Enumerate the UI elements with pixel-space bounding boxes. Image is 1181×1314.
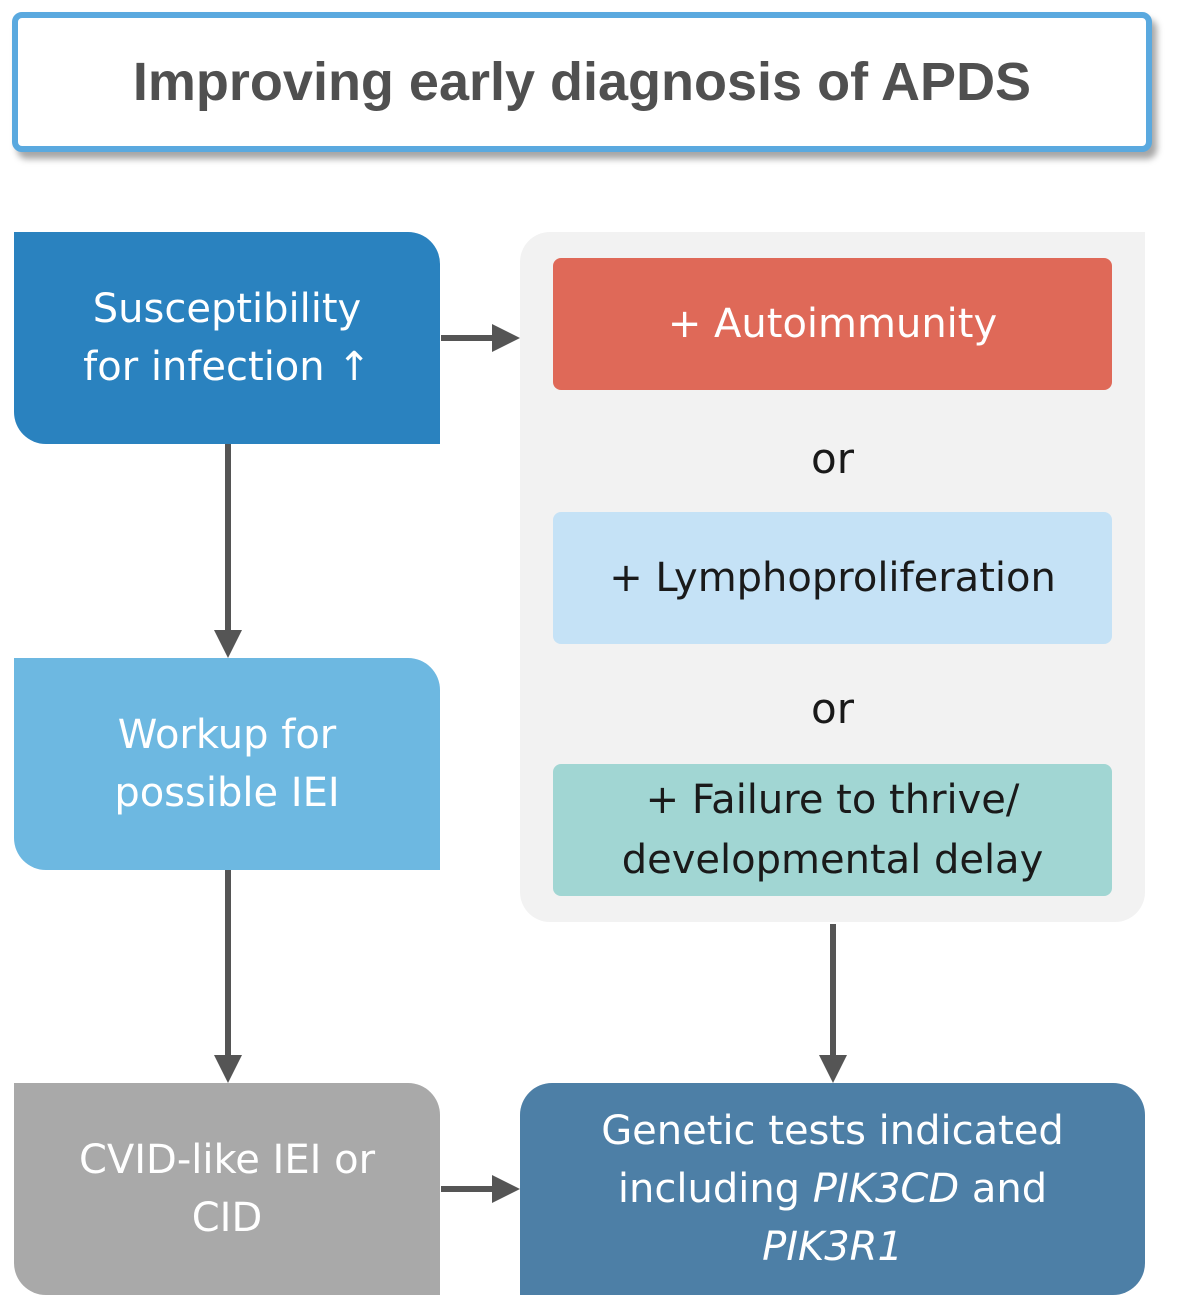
cvid-line-2: CID: [191, 1195, 263, 1241]
lymphoproliferation-box: + Lymphoproliferation: [553, 512, 1112, 644]
autoimmunity-label: + Autoimmunity: [667, 301, 998, 347]
genetic-tests-node: Genetic tests indicated including PIK3CD…: [520, 1083, 1145, 1295]
diagram-title: Improving early diagnosis of APDS: [132, 52, 1032, 112]
cvid-like-iei-node: CVID-like IEI or CID: [14, 1083, 440, 1295]
arrow-infection-to-features-head: [492, 324, 520, 352]
gene-pik3cd: PIK3CD: [812, 1166, 960, 1212]
genetic-line-2-prefix: including: [617, 1166, 813, 1212]
title-box: Improving early diagnosis of APDS: [12, 12, 1152, 152]
failure-line-1: + Failure to thrive/: [645, 777, 1020, 823]
workup-line-2: possible IEI: [114, 770, 340, 816]
arrow-cvid-to-genetic-head: [492, 1175, 520, 1203]
failure-to-thrive-box: + Failure to thrive/ developmental delay: [553, 764, 1112, 896]
infection-line-1: Susceptibility: [92, 286, 362, 332]
infection-line-2: for infection ↑: [83, 344, 371, 390]
workup-possible-iei-node: Workup for possible IEI: [14, 658, 440, 870]
or-connector-2: or: [811, 684, 854, 733]
genetic-line-2: including PIK3CD and: [618, 1160, 1047, 1218]
genetic-line-1: Genetic tests indicated: [601, 1108, 1064, 1154]
gene-pik3r1: PIK3R1: [762, 1224, 903, 1270]
susceptibility-for-infection-node: Susceptibility for infection ↑: [14, 232, 440, 444]
arrow-workup-to-cvid-head: [214, 1055, 242, 1083]
or-connector-1: or: [811, 434, 854, 483]
autoimmunity-box: + Autoimmunity: [553, 258, 1112, 390]
failure-line-2: developmental delay: [621, 837, 1044, 883]
arrow-infection-to-workup-head: [214, 630, 242, 658]
cvid-line-1: CVID-like IEI or: [78, 1137, 376, 1183]
workup-line-1: Workup for: [117, 712, 337, 758]
arrow-features-to-genetic-head: [819, 1055, 847, 1083]
genetic-line-2-suffix: and: [959, 1166, 1048, 1212]
lymphoproliferation-label: + Lymphoproliferation: [609, 555, 1056, 601]
